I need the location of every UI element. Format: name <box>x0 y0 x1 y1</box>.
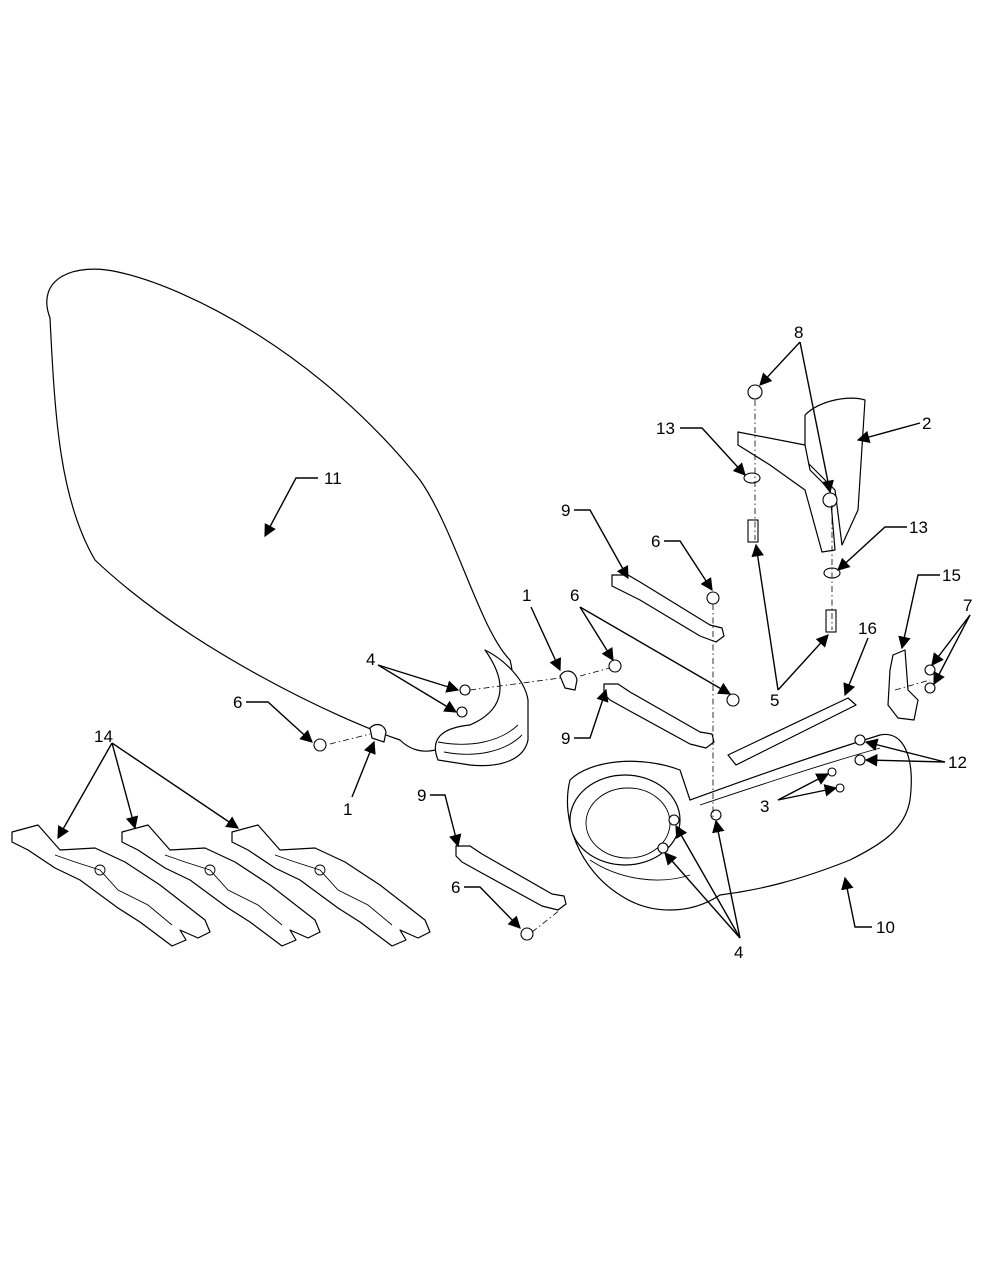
mower-blade-1 <box>11 824 211 947</box>
callout-13-upper: 13 <box>656 419 675 438</box>
callout-15: 15 <box>942 566 961 585</box>
callout-6-middle: 6 <box>570 586 579 605</box>
clip-part-lower <box>369 723 387 743</box>
callout-10: 10 <box>876 918 895 937</box>
callout-11: 11 <box>324 469 342 488</box>
callout-6-left: 6 <box>233 693 242 712</box>
seal-strip-part <box>727 697 857 766</box>
callout-6-upper: 6 <box>651 532 660 551</box>
callout-labels: 11 8 2 13 13 9 6 1 6 4 6 1 9 9 6 14 15 1… <box>94 323 972 962</box>
bracket-part-upper <box>611 574 725 643</box>
leader-lines <box>57 341 971 939</box>
callout-14: 14 <box>94 727 113 746</box>
callout-13-lower: 13 <box>909 518 928 537</box>
mower-blade-3 <box>231 824 431 947</box>
callout-5: 5 <box>770 691 779 710</box>
callout-4-right: 4 <box>734 943 743 962</box>
callout-1-upper: 1 <box>522 586 531 605</box>
callout-4-left: 4 <box>366 650 375 669</box>
assembly-centerlines <box>329 400 931 933</box>
mount-bracket-part <box>887 649 919 721</box>
callout-12: 12 <box>948 753 967 772</box>
callout-8: 8 <box>794 323 803 342</box>
hardware-set <box>313 384 936 941</box>
mower-blade-2 <box>121 824 321 947</box>
callout-9-lower: 9 <box>417 786 426 805</box>
bracket-part-lower <box>455 845 567 911</box>
callout-7: 7 <box>963 596 972 615</box>
deflector-part <box>737 397 866 553</box>
bracket-part-middle <box>603 683 715 749</box>
callout-16: 16 <box>858 619 877 638</box>
callout-6-lower: 6 <box>451 878 460 897</box>
clip-part-upper <box>559 670 578 691</box>
callout-9-upper: 9 <box>561 501 570 520</box>
discharge-tube-part <box>46 268 529 767</box>
callout-9-middle: 9 <box>561 729 570 748</box>
callout-3: 3 <box>760 797 769 816</box>
callout-2: 2 <box>922 414 931 433</box>
callout-1-lower: 1 <box>343 800 352 819</box>
